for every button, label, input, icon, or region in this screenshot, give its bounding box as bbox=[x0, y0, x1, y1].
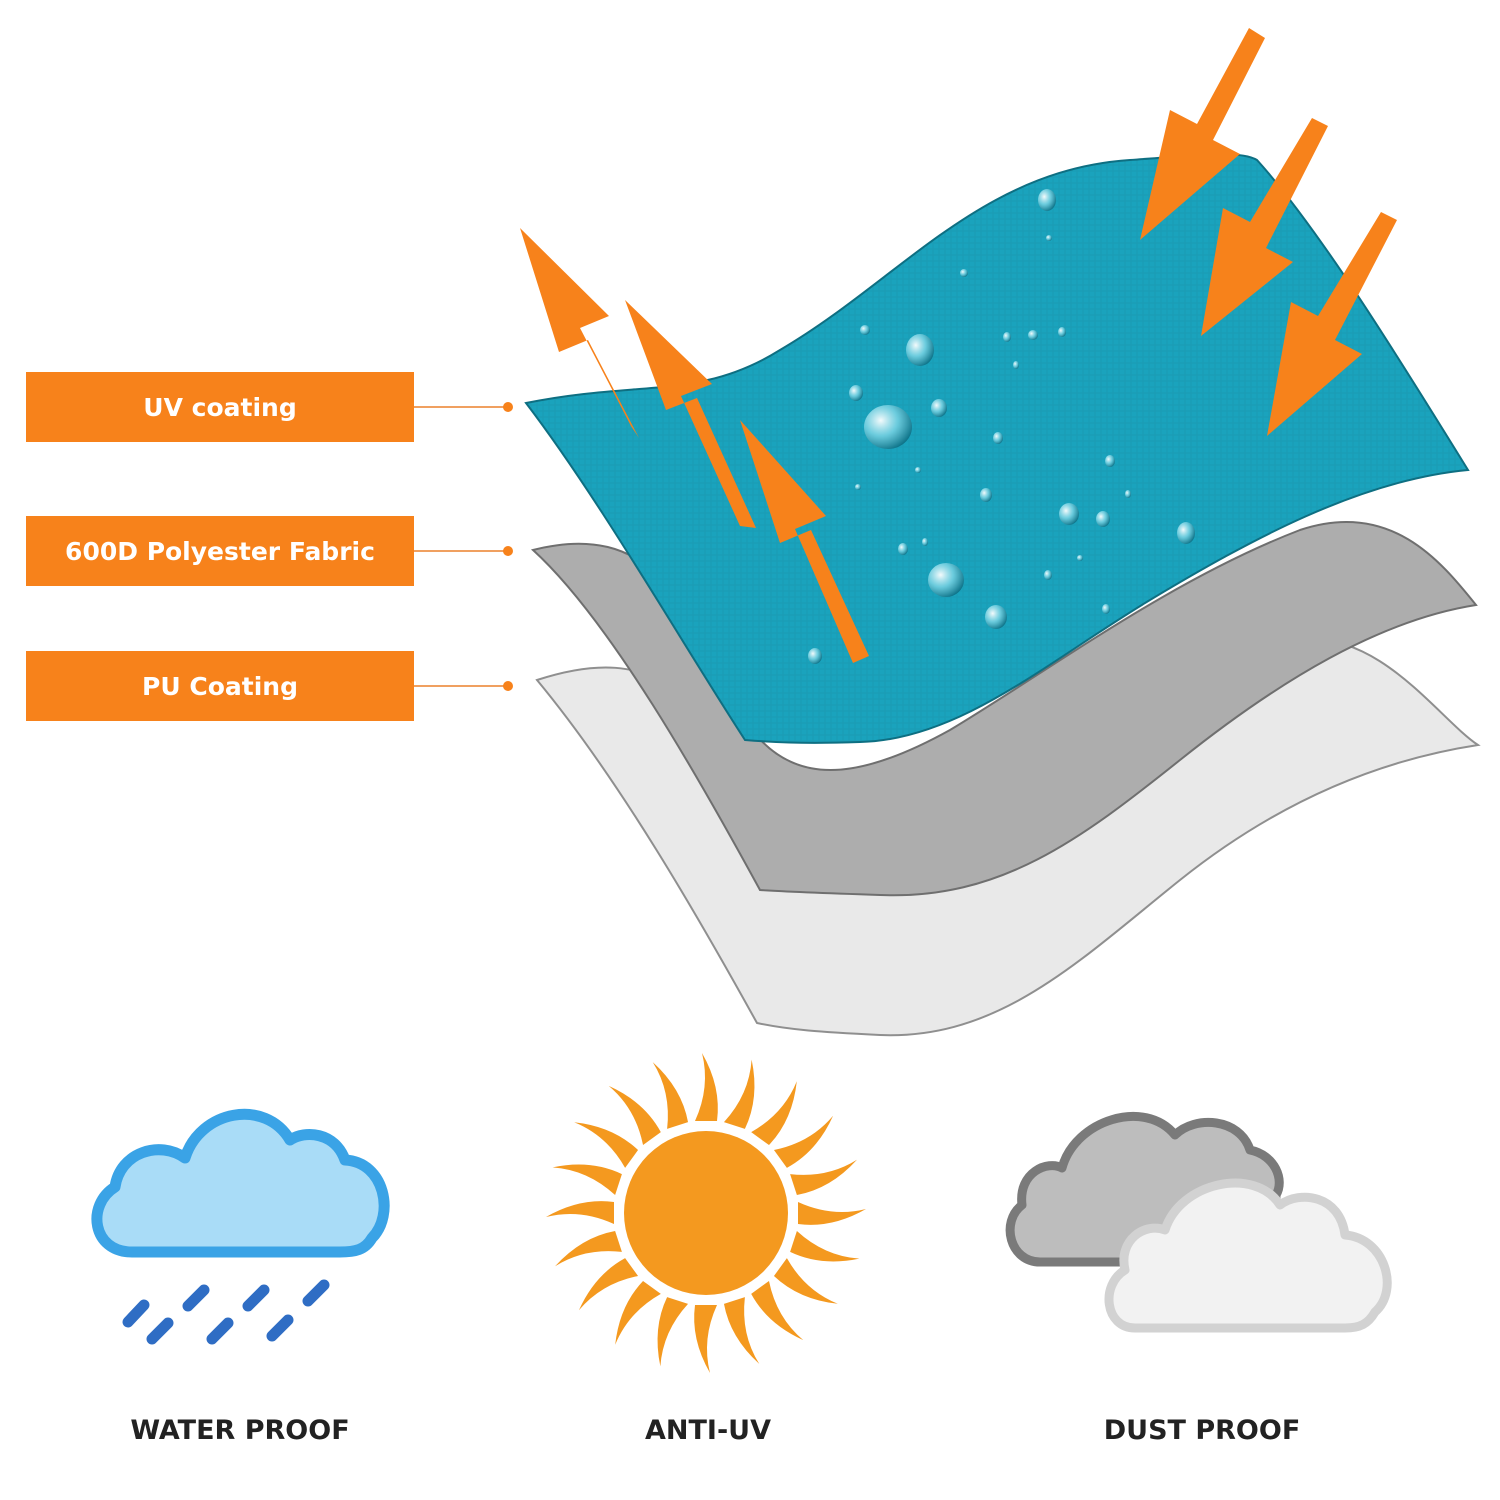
sun-ray bbox=[790, 1159, 857, 1196]
polyester-fabric-layer bbox=[530, 520, 1478, 897]
polyester-fabric-label: 600D Polyester Fabric bbox=[65, 536, 375, 566]
sun-ray bbox=[555, 1230, 622, 1267]
label-box-uv-coating bbox=[26, 372, 414, 442]
sun-ray bbox=[574, 1122, 639, 1168]
sun-ray bbox=[608, 1085, 661, 1146]
arrow-in-3 bbox=[1267, 212, 1397, 436]
water-droplets bbox=[808, 189, 1195, 664]
water-proof-label: WATER PROOF bbox=[130, 1415, 350, 1446]
sun-ray bbox=[695, 1053, 718, 1121]
sun-ray bbox=[723, 1297, 760, 1364]
sun-ray bbox=[773, 1258, 838, 1304]
arrow-out-2 bbox=[625, 300, 756, 528]
sun-icon bbox=[546, 1053, 866, 1373]
clouds-icon bbox=[1005, 1111, 1392, 1333]
sun-ray bbox=[578, 1258, 639, 1311]
sun-ray bbox=[790, 1230, 860, 1262]
sun-ray bbox=[615, 1280, 661, 1345]
leader-lines bbox=[414, 406, 506, 687]
uv-coating-label: UV coating bbox=[143, 392, 297, 422]
rain-cloud-icon bbox=[91, 1108, 390, 1345]
label-box-pu-coating bbox=[26, 651, 414, 721]
sun-ray bbox=[657, 1297, 689, 1367]
arrow-out-3 bbox=[740, 420, 869, 663]
arrow-out-1 bbox=[520, 228, 639, 438]
pu-coating-label: PU Coating bbox=[142, 671, 298, 701]
dust-proof-label: DUST PROOF bbox=[1103, 1415, 1301, 1446]
label-box-polyester-fabric bbox=[26, 516, 414, 586]
sun-ray bbox=[546, 1201, 614, 1224]
arrow-in-1 bbox=[1140, 28, 1265, 240]
sun-ray bbox=[652, 1062, 689, 1129]
leader-dots bbox=[503, 402, 513, 691]
air-flow-arrows bbox=[520, 28, 1397, 663]
anti-uv-label: ANTI-UV bbox=[645, 1415, 771, 1446]
sun-ray bbox=[751, 1280, 804, 1341]
arrow-in-2 bbox=[1201, 118, 1328, 336]
sun-ray bbox=[751, 1081, 797, 1146]
sun-ray bbox=[773, 1115, 834, 1168]
sun-ray bbox=[723, 1059, 755, 1129]
sun-ray bbox=[798, 1202, 866, 1225]
sun-ray bbox=[552, 1164, 622, 1196]
sun-ray bbox=[694, 1305, 717, 1373]
